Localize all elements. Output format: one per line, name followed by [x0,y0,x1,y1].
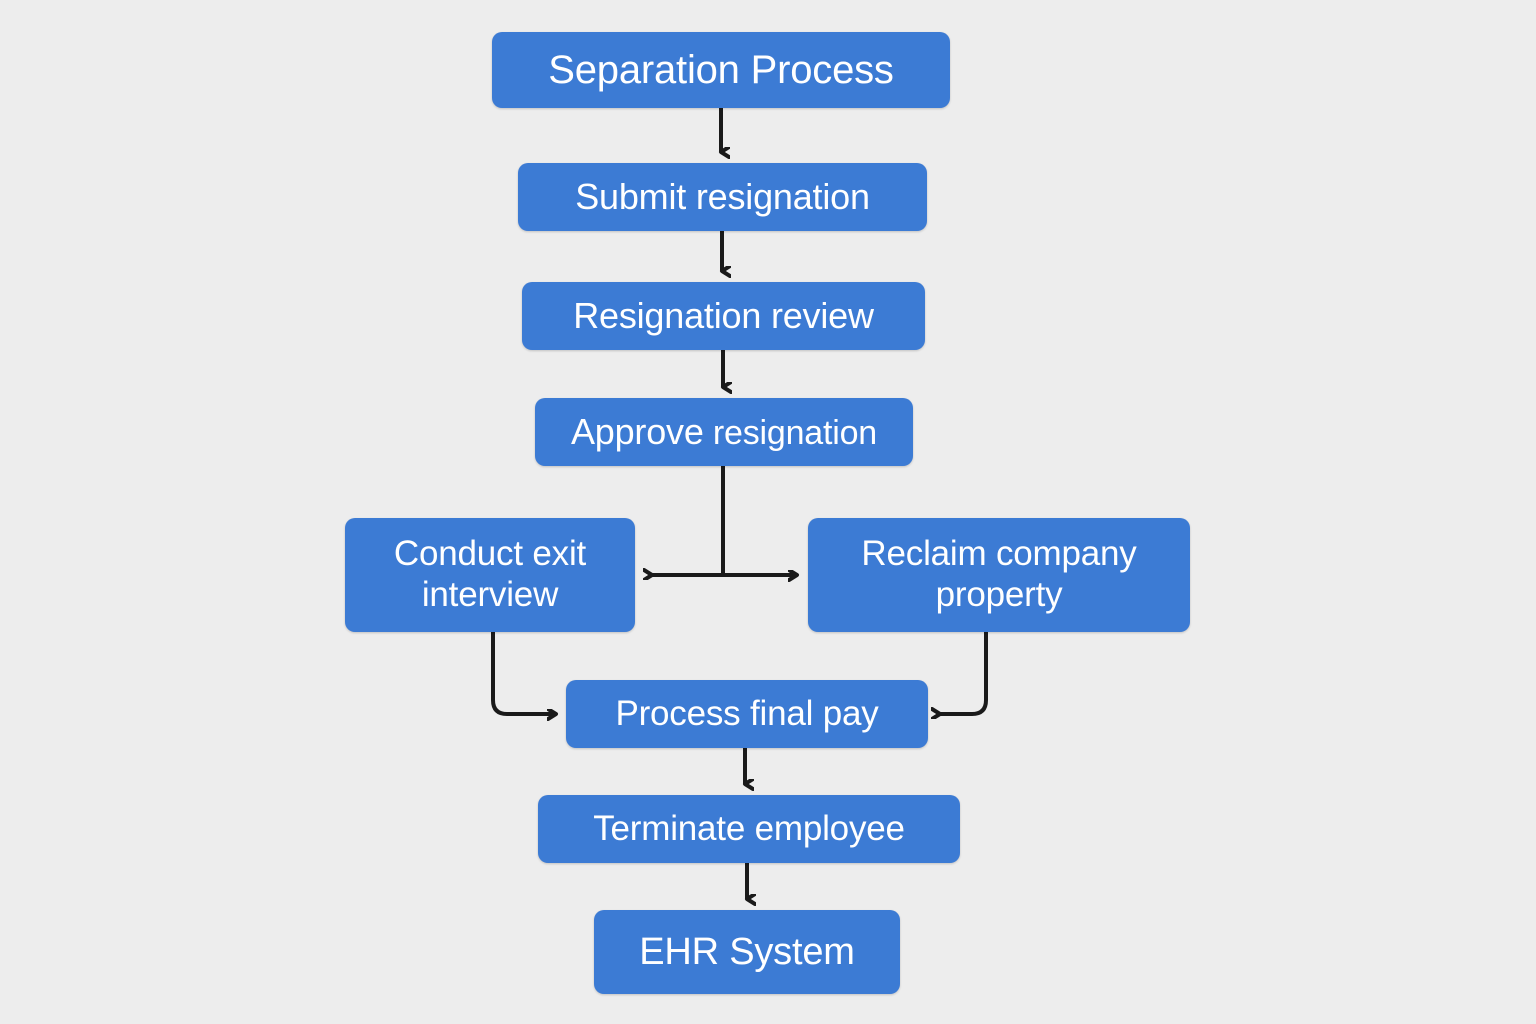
node-terminate-employee[interactable]: Terminate employee [538,795,960,863]
node-conduct-exit-interview[interactable]: Conduct exit interview [345,518,635,632]
node-label-resignation-review: Resignation review [573,295,874,337]
node-submit-resignation[interactable]: Submit resignation [518,163,927,231]
node-label-ehr-system: EHR System [639,930,855,973]
node-label-terminate-employee: Terminate employee [593,808,905,848]
node-label-process-final-pay: Process final pay [615,693,879,733]
node-label-reclaim-company-property: Reclaim company property [861,534,1137,614]
node-approve-resignation[interactable]: Approve resignation [535,398,913,466]
node-label-submit-resignation: Submit resignation [575,176,870,218]
node-label-approve-resignation-part1: Approve [570,410,704,452]
node-resignation-review[interactable]: Resignation review [522,282,925,350]
node-reclaim-company-property[interactable]: Reclaim company property [808,518,1190,632]
edge-exit-interview-to-final-pay [491,632,556,714]
node-label-approve-resignation-part2: resignation [703,413,878,452]
node-separation-process[interactable]: Separation Process [492,32,950,108]
node-label-conduct-exit-interview: Conduct exit interview [393,534,587,614]
node-label-approve-resignation: Approve resignation [545,411,903,453]
node-label-separation-process: Separation Process [548,47,894,92]
node-process-final-pay[interactable]: Process final pay [566,680,928,748]
node-ehr-system[interactable]: EHR System [594,910,900,994]
edge-reclaim-property-to-final-pay [940,632,988,714]
